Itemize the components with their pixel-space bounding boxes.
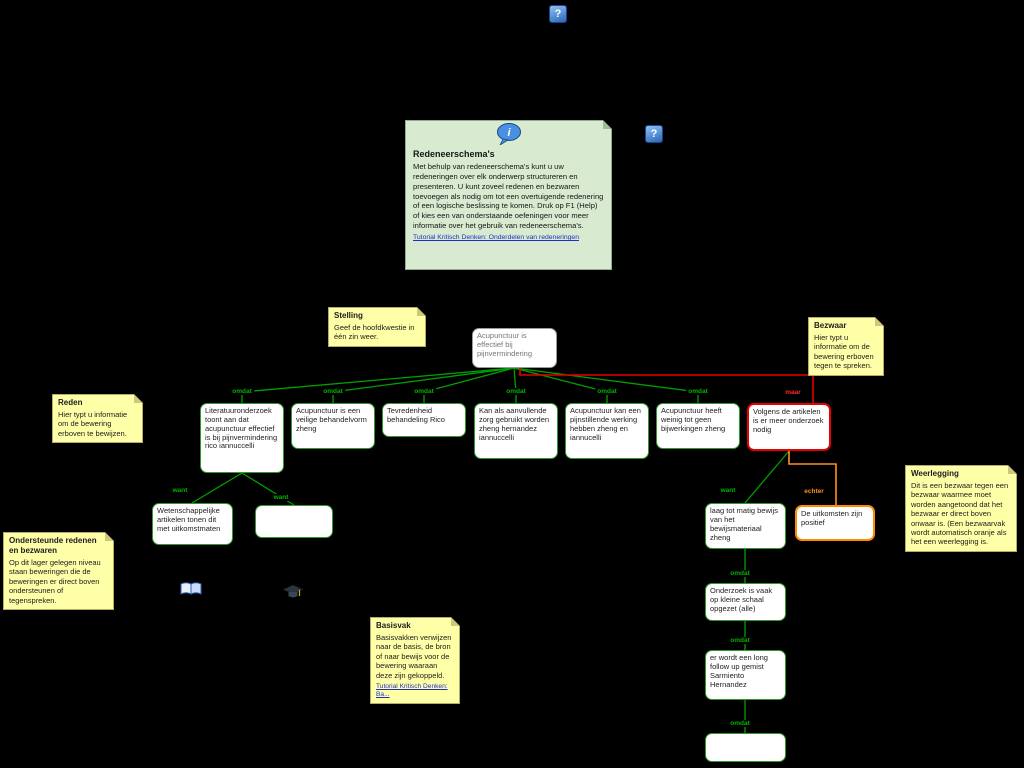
- link-reason-4[interactable]: [513, 367, 517, 403]
- link-label-omdat[interactable]: omdat: [321, 388, 345, 395]
- link-chain-1[interactable]: [744, 450, 790, 504]
- link-reason-5[interactable]: [513, 367, 608, 403]
- reason-box-2[interactable]: Acupunctuur is een veilige behandelvorm …: [291, 403, 375, 449]
- note-title: Stelling: [334, 311, 363, 320]
- question-glyph: ?: [650, 128, 658, 140]
- folded-corner: [451, 617, 460, 626]
- folded-corner: [875, 317, 884, 326]
- claim-box-main[interactable]: Acupunctuur is effectief bij pijnvermind…: [472, 328, 557, 368]
- chain-box-empty[interactable]: [705, 733, 786, 762]
- note-title: Reden: [58, 398, 83, 407]
- link-label-want[interactable]: want: [170, 487, 190, 494]
- note-title: Ondersteunde redenen en bezwaren: [9, 536, 97, 555]
- reason-box-4[interactable]: Kan als aanvullende zorg gebruikt worden…: [474, 403, 558, 459]
- note-body: Geef de hoofdkwestie in één zin weer.: [334, 323, 415, 342]
- note-title: Weerlegging: [911, 469, 959, 478]
- note-stelling[interactable]: Stelling Geef de hoofdkwestie in één zin…: [328, 307, 426, 347]
- note-body: Hier typt u informatie om de bewering er…: [814, 333, 874, 371]
- note-body: Basisvakken verwijzen naar de basis, de …: [376, 633, 452, 680]
- rebuttal-box[interactable]: De uitkomsten zijn positief: [795, 505, 875, 541]
- info-bubble-icon: i: [496, 123, 521, 145]
- link-label-want[interactable]: want: [718, 487, 738, 494]
- reason-box-6[interactable]: Acupunctuur heeft weinig tot geen bijwer…: [656, 403, 740, 449]
- link-label-omdat[interactable]: omdat: [728, 637, 752, 644]
- help-icon-secondary[interactable]: ?: [645, 125, 663, 143]
- note-reden[interactable]: Reden Hier typt u informatie om de bewer…: [52, 394, 143, 444]
- link-label-omdat[interactable]: omdat: [728, 720, 752, 727]
- objection-box[interactable]: Volgens de artikelen is er meer onderzoe…: [747, 403, 831, 451]
- link-subreason-1[interactable]: [191, 472, 243, 504]
- link-label-echter[interactable]: echter: [802, 488, 826, 495]
- link-rebuttal[interactable]: [788, 451, 837, 505]
- chain-box-3[interactable]: er wordt een long follow up gemist Sarmi…: [705, 650, 786, 700]
- link-label-omdat[interactable]: omdat: [504, 388, 528, 395]
- link-label-omdat[interactable]: omdat: [595, 388, 619, 395]
- note-weerlegging[interactable]: Weerlegging Dit is een bezwaar tegen een…: [905, 465, 1017, 552]
- folded-corner: [417, 307, 426, 316]
- question-glyph: ?: [554, 8, 562, 20]
- reason-box-5[interactable]: Acupunctuur kan een pijnstillende werkin…: [565, 403, 649, 459]
- link-reason-3[interactable]: [423, 367, 515, 403]
- tutorial-link[interactable]: Tutorial Kritisch Denken: Onderdelen van…: [413, 234, 579, 242]
- link-label-want[interactable]: want: [271, 494, 291, 501]
- subreason-box-empty[interactable]: [255, 505, 333, 538]
- folded-corner: [603, 120, 612, 129]
- note-title: Basisvak: [376, 621, 411, 630]
- subreason-box-1[interactable]: Wetenschappelijke artikelen tonen dit me…: [152, 503, 233, 545]
- link-label-omdat[interactable]: omdat: [686, 388, 710, 395]
- link-label-omdat[interactable]: omdat: [728, 570, 752, 577]
- svg-text:i: i: [507, 127, 511, 139]
- link-label-omdat[interactable]: omdat: [412, 388, 436, 395]
- note-bezwaar[interactable]: Bezwaar Hier typt u informatie om de bew…: [808, 317, 884, 376]
- link-objection[interactable]: [519, 368, 814, 403]
- info-panel-title: Redeneerschema's: [413, 149, 495, 159]
- help-icon-top[interactable]: ?: [549, 5, 567, 23]
- reason-box-1[interactable]: Literatuuronderzoek toont aan dat acupun…: [200, 403, 284, 473]
- note-body: Op dit lager gelegen niveau staan beweri…: [9, 558, 101, 605]
- folded-corner: [105, 532, 114, 541]
- book-icon[interactable]: [180, 581, 202, 597]
- chain-box-1[interactable]: laag tot matig bewijs van het bewijsmate…: [705, 503, 786, 549]
- note-basisvak[interactable]: Basisvak Basisvakken verwijzen naar de b…: [370, 617, 460, 705]
- note-ondersteunde-redenen[interactable]: Ondersteunde redenen en bezwaren Op dit …: [3, 532, 114, 610]
- tutorial-link-basisvak[interactable]: Tutorial Kritisch Denken: Ba...: [376, 682, 448, 699]
- info-panel-body: Met behulp van redeneerschema's kunt u u…: [413, 162, 604, 231]
- link-label-maar[interactable]: maar: [783, 389, 803, 396]
- folded-corner: [1008, 465, 1017, 474]
- note-title: Bezwaar: [814, 321, 847, 330]
- info-panel[interactable]: i Redeneerschema's Met behulp van redene…: [405, 120, 612, 270]
- link-reason-6[interactable]: [513, 367, 699, 403]
- reason-box-3[interactable]: Tevredenheid behandeling Rico: [382, 403, 466, 437]
- note-body: Hier typt u informatie om de bewering er…: [58, 410, 128, 438]
- link-label-omdat[interactable]: omdat: [230, 388, 254, 395]
- chain-box-2[interactable]: Onderzoek is vaak op kleine schaal opgez…: [705, 583, 786, 621]
- folded-corner: [134, 394, 143, 403]
- note-body: Dit is een bezwaar tegen een bezwaar waa…: [911, 481, 1009, 547]
- graduation-cap-icon[interactable]: [282, 584, 304, 600]
